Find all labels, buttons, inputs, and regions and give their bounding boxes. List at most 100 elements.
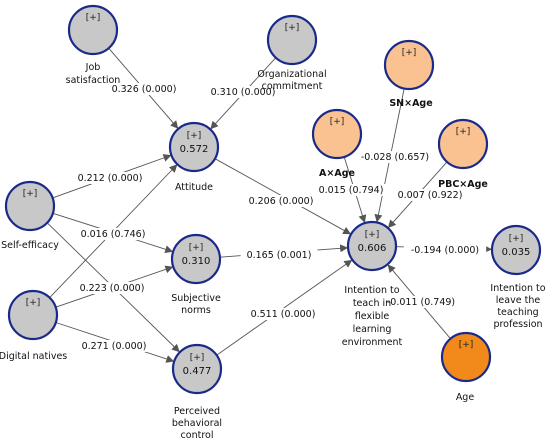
r-squared-value: 0.310 [182, 256, 211, 267]
r-squared-value: 0.477 [183, 366, 212, 377]
r-squared-value: 0.035 [502, 247, 531, 258]
construct-label: PBC×Age [438, 179, 488, 190]
construct-label-line: norms [181, 305, 211, 316]
construct-label-line: Intention to [344, 285, 399, 296]
construct-label: A×Age [319, 168, 355, 179]
construct-label: Age [456, 392, 475, 403]
expand-marker[interactable]: [+] [330, 117, 345, 127]
construct-circle[interactable] [168, 121, 220, 173]
construct-circle[interactable] [4, 180, 56, 232]
construct-circle[interactable] [437, 118, 489, 170]
r-squared-value: 0.572 [180, 144, 209, 155]
construct-label-line: leave the [496, 295, 541, 306]
coefficient-background [105, 83, 183, 95]
expand-marker[interactable]: [+] [459, 340, 474, 350]
path-coefficient-snage-to-int: -0.028 (0.657) [361, 152, 429, 163]
construct-label-line: SN×Age [389, 98, 432, 109]
expand-marker[interactable]: [+] [23, 189, 38, 199]
construct-label-line: Perceived [174, 406, 220, 417]
construct-job[interactable]: [+] Job satisfaction [66, 4, 121, 86]
expand-marker[interactable]: [+] [456, 127, 471, 137]
construct-label-line: Organizational [257, 69, 326, 80]
construct-label-line: commitment [262, 81, 323, 92]
path-coefficients: 0.326 (0.000) 0.310 (0.000) 0.212 (0.000) 0… [71, 83, 487, 352]
construct-circle[interactable] [383, 39, 435, 91]
construct-circle[interactable] [171, 343, 223, 395]
path-coefficient-age-to-int: -0.011 (0.749) [387, 297, 455, 308]
construct-circle[interactable] [7, 289, 59, 341]
path-coefficient-se-to-sn: 0.016 (0.746) [81, 229, 146, 240]
construct-circle[interactable] [490, 224, 542, 276]
construct-label: Attitude [175, 182, 213, 193]
expand-marker[interactable]: [+] [86, 13, 101, 23]
construct-age[interactable]: [+] Age [440, 331, 492, 403]
construct-label-line: teaching [497, 307, 538, 318]
construct-label-line: Attitude [175, 182, 213, 193]
construct-snage[interactable]: [+] SN×Age [383, 39, 435, 109]
expand-marker[interactable]: [+] [402, 48, 417, 58]
path-coefficient-aage-to-int: 0.015 (0.794) [319, 185, 384, 196]
construct-pbcage[interactable]: [+] PBC×Age [437, 118, 489, 190]
construct-circle[interactable] [346, 220, 398, 272]
expand-marker[interactable]: [+] [365, 230, 380, 240]
expand-marker[interactable]: [+] [26, 298, 41, 308]
path-coefficient-org-to-att: 0.310 (0.000) [211, 87, 276, 98]
path-coefficient-att-to-int: 0.206 (0.000) [249, 196, 314, 207]
construct-circle[interactable] [311, 108, 363, 160]
path-coefficient-dn-to-sn: 0.223 (0.000) [80, 283, 145, 294]
expand-marker[interactable]: [+] [509, 234, 524, 244]
construct-dn[interactable]: [+] Digital natives [0, 289, 67, 362]
construct-se[interactable]: [+] Self-efficacy [1, 180, 59, 251]
construct-label-line: control [181, 430, 214, 441]
construct-label-line: Subjective [171, 293, 221, 304]
construct-label-line: Age [456, 392, 475, 403]
construct-label-line: Self-efficacy [1, 240, 59, 251]
path-coefficient-job-to-att: 0.326 (0.000) [112, 84, 177, 95]
construct-label: SN×Age [389, 98, 432, 109]
path-coefficient-sn-to-int: 0.165 (0.001) [247, 250, 312, 261]
path-arrow-pbc-to-int [216, 259, 353, 356]
path-coefficient-se-to-att: 0.212 (0.000) [78, 173, 143, 184]
expand-marker[interactable]: [+] [285, 23, 300, 33]
construct-label-line: environment [342, 337, 403, 348]
coefficient-background [71, 172, 149, 184]
coefficient-background [379, 296, 463, 308]
construct-circle[interactable] [266, 14, 318, 66]
construct-label-line: PBC×Age [438, 179, 488, 190]
path-coefficient-int-to-leave: -0.194 (0.000) [411, 245, 479, 256]
coefficient-background [353, 151, 437, 163]
coefficient-background [204, 86, 282, 98]
construct-label-line: satisfaction [66, 75, 121, 86]
construct-aage[interactable]: [+] A×Age [311, 108, 363, 179]
coefficient-background [74, 228, 152, 240]
expand-marker[interactable]: [+] [190, 353, 205, 363]
coefficient-background [312, 184, 390, 196]
expand-marker[interactable]: [+] [189, 243, 204, 253]
construct-label: Digital natives [0, 351, 67, 362]
construct-circle[interactable] [440, 331, 492, 383]
expand-marker[interactable]: [+] [187, 131, 202, 141]
coefficient-background [244, 308, 322, 320]
construct-label-line: teach in [353, 298, 391, 309]
path-coefficient-pbc-to-int: 0.511 (0.000) [251, 309, 316, 320]
coefficient-background [73, 282, 151, 294]
construct-circle[interactable] [170, 233, 222, 285]
construct-label-line: A×Age [319, 168, 355, 179]
construct-label-line: Job [85, 62, 101, 73]
coefficient-background [391, 189, 469, 201]
coefficient-background [242, 195, 320, 207]
path-coefficient-dn-to-pbc: 0.271 (0.000) [82, 341, 147, 352]
construct-circle[interactable] [67, 4, 119, 56]
